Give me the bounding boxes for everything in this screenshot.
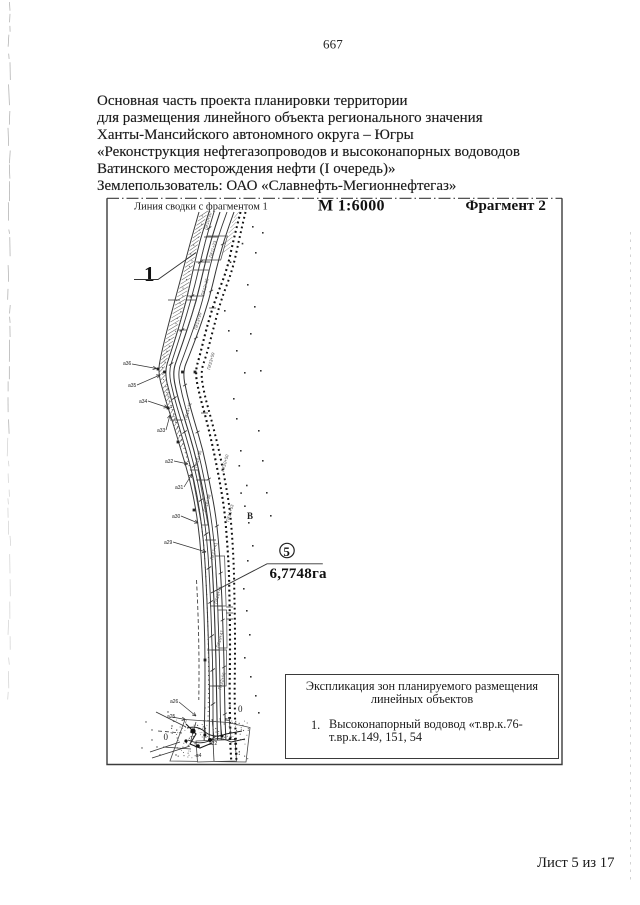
svg-text:ПК19+47: ПК19+47: [215, 629, 225, 648]
svg-text:ПК14+32: ПК14+32: [183, 401, 193, 420]
svg-text:ПК18+44: ПК18+44: [213, 585, 223, 604]
svg-text:ПК21+53: ПК21+53: [225, 503, 235, 522]
svg-text:Фрагмент 2: Фрагмент 2: [466, 198, 546, 214]
svg-text:6,7748га: 6,7748га: [270, 566, 327, 582]
svg-text:а32: а32: [165, 459, 174, 465]
svg-text:5: 5: [283, 544, 290, 559]
svg-text:ПК15+35: ПК15+35: [193, 449, 203, 468]
svg-text:ПК12+26: ПК12+26: [200, 277, 210, 296]
svg-text:а33: а33: [157, 428, 166, 434]
svg-text:а26: а26: [170, 699, 179, 705]
svg-text:Линия сводки с фрагментом 1: Линия сводки с фрагментом 1: [134, 201, 268, 212]
svg-text:0: 0: [164, 732, 169, 742]
svg-text:а29: а29: [164, 540, 173, 546]
svg-text:ПК16+38: ПК16+38: [202, 493, 212, 512]
svg-text:1: 1: [144, 262, 155, 286]
svg-text:а35: а35: [128, 383, 137, 389]
svg-text:ПК17+41: ПК17+41: [209, 541, 219, 560]
svg-text:ПК11+23: ПК11+23: [208, 240, 217, 259]
svg-text:а34: а34: [139, 399, 148, 405]
svg-text:0: 0: [238, 704, 243, 714]
svg-text:ПК13+29: ПК13+29: [193, 311, 203, 330]
svg-text:а31: а31: [175, 485, 184, 491]
svg-text:в5: в5: [225, 717, 231, 723]
svg-text:а25: а25: [167, 714, 176, 720]
svg-text:ПК23+59: ПК23+59: [206, 351, 216, 370]
svg-text:Лист 5 из 17: Лист 5 из 17: [537, 855, 614, 871]
svg-text:а30: а30: [172, 514, 181, 520]
svg-text:ПК22+56: ПК22+56: [217, 671, 227, 690]
svg-text:М 1:6000: М 1:6000: [318, 197, 385, 214]
svg-text:ПК10+20: ПК10+20: [203, 211, 213, 230]
svg-text:В: В: [247, 511, 253, 521]
svg-text:ПК20+50: ПК20+50: [220, 453, 230, 472]
svg-text:667: 667: [323, 37, 343, 52]
svg-text:в4: в4: [196, 753, 202, 759]
svg-text:а36: а36: [123, 361, 132, 367]
